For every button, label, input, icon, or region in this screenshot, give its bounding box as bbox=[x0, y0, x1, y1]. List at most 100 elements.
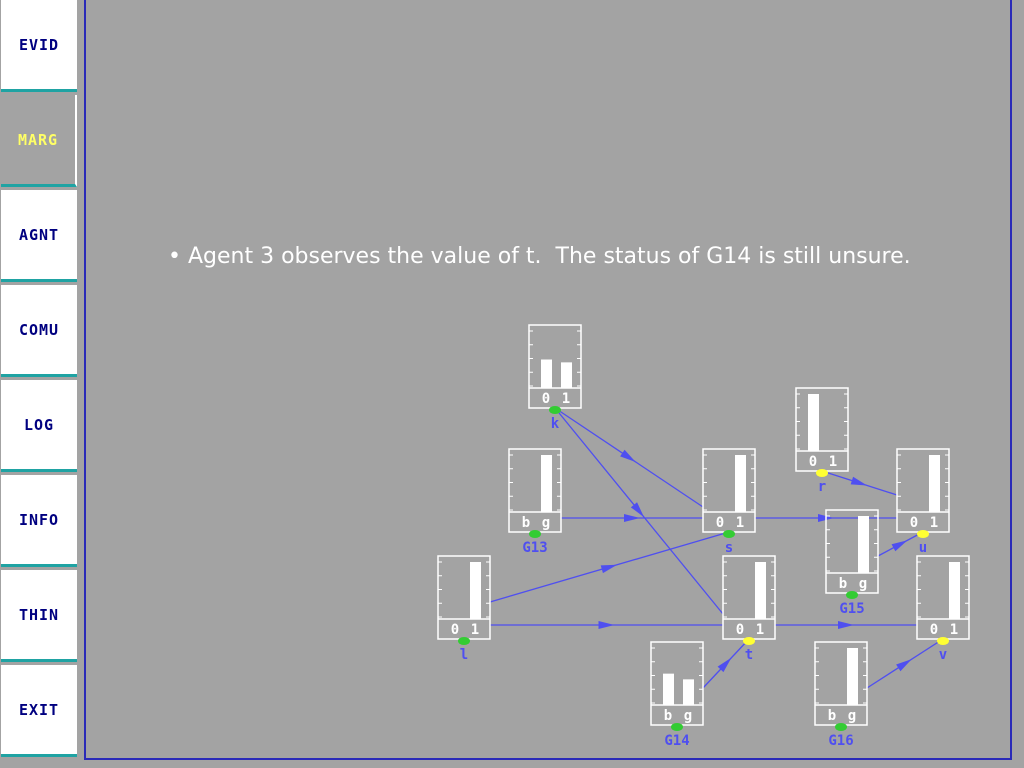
state-label: b bbox=[839, 576, 847, 592]
state-label: 1 bbox=[950, 622, 958, 638]
node-label: v bbox=[939, 647, 947, 663]
node-frame bbox=[437, 555, 491, 640]
prob-bar-r-0 bbox=[808, 394, 819, 451]
edge-G16-v bbox=[866, 638, 944, 689]
state-label: 1 bbox=[562, 391, 570, 407]
state-label: 1 bbox=[471, 622, 479, 638]
prob-bar-G15-g bbox=[858, 516, 869, 573]
sidebar-button-thin[interactable]: THIN bbox=[1, 570, 77, 662]
state-label: g bbox=[859, 576, 867, 592]
node-frame bbox=[650, 641, 704, 726]
state-label: 0 bbox=[736, 622, 744, 638]
sidebar-button-agnt[interactable]: AGNT bbox=[1, 190, 77, 282]
state-label: 1 bbox=[736, 515, 744, 531]
edge-G15-u bbox=[877, 531, 924, 557]
node-frame bbox=[528, 324, 582, 409]
sidebar-button-marg[interactable]: MARG bbox=[1, 95, 77, 187]
sidebar-button-evid[interactable]: EVID bbox=[1, 0, 77, 92]
edge-k-s bbox=[554, 407, 704, 508]
prob-bar-G14-g bbox=[683, 679, 694, 705]
status-indicator-icon bbox=[917, 530, 929, 538]
node-frame bbox=[702, 448, 756, 533]
status-indicator-icon bbox=[723, 530, 735, 538]
state-label: g bbox=[542, 515, 550, 531]
node-label: G13 bbox=[522, 540, 547, 556]
status-indicator-icon bbox=[549, 406, 561, 414]
state-label: b bbox=[522, 515, 530, 531]
state-label: 0 bbox=[451, 622, 459, 638]
edge-G14-t bbox=[702, 638, 750, 689]
edge-t-v bbox=[775, 621, 917, 629]
status-indicator-icon bbox=[846, 591, 858, 599]
prob-bar-v-1 bbox=[949, 562, 960, 619]
status-indicator-icon bbox=[529, 530, 541, 538]
state-label: b bbox=[828, 708, 836, 724]
edges-layer bbox=[489, 407, 944, 689]
sidebar-button-exit[interactable]: EXIT bbox=[1, 665, 77, 757]
state-label: 0 bbox=[542, 391, 550, 407]
sidebar-button-comu[interactable]: COMU bbox=[1, 285, 77, 377]
node-frame bbox=[722, 555, 776, 640]
node-label: s bbox=[725, 540, 733, 556]
status-indicator-icon bbox=[835, 723, 847, 731]
sidebar-button-log[interactable]: LOG bbox=[1, 380, 77, 472]
state-label: 0 bbox=[930, 622, 938, 638]
edge-l-s bbox=[489, 531, 730, 603]
node-frame bbox=[916, 555, 970, 640]
prob-bar-G14-b bbox=[663, 673, 674, 705]
state-label: g bbox=[684, 708, 692, 724]
node-label: l bbox=[460, 647, 468, 663]
prob-bar-t-1 bbox=[755, 562, 766, 619]
node-frame bbox=[814, 641, 868, 726]
status-indicator-icon bbox=[671, 723, 683, 731]
prob-bar-k-1 bbox=[561, 362, 572, 388]
node-label: G14 bbox=[664, 733, 689, 749]
sidebar-button-info[interactable]: INFO bbox=[1, 475, 77, 567]
state-label: 0 bbox=[809, 454, 817, 470]
state-label: b bbox=[664, 708, 672, 724]
node-frame bbox=[508, 448, 562, 533]
status-indicator-icon bbox=[458, 637, 470, 645]
node-label: G15 bbox=[839, 601, 864, 617]
caption-text: • Agent 3 observes the value of t. The s… bbox=[168, 244, 911, 269]
prob-bar-G16-g bbox=[847, 648, 858, 705]
state-label: 0 bbox=[716, 515, 724, 531]
state-label: 1 bbox=[829, 454, 837, 470]
node-label: r bbox=[818, 479, 826, 495]
status-indicator-icon bbox=[937, 637, 949, 645]
main-panel bbox=[84, 0, 1012, 760]
edge-l-t bbox=[490, 621, 723, 629]
edge-k-t bbox=[554, 407, 724, 615]
state-label: 1 bbox=[930, 515, 938, 531]
state-label: 0 bbox=[910, 515, 918, 531]
prob-bar-l-1 bbox=[470, 562, 481, 619]
edge-G13-s bbox=[561, 514, 703, 522]
prob-bar-u-1 bbox=[929, 455, 940, 512]
prob-bar-G13-g bbox=[541, 455, 552, 512]
status-indicator-icon bbox=[816, 469, 828, 477]
node-label: u bbox=[919, 540, 927, 556]
state-label: 1 bbox=[756, 622, 764, 638]
edge-r-u bbox=[821, 470, 898, 496]
state-label: g bbox=[848, 708, 856, 724]
node-frame bbox=[825, 509, 879, 594]
node-frame bbox=[795, 387, 849, 472]
node-label: k bbox=[551, 416, 560, 432]
prob-bar-s-1 bbox=[735, 455, 746, 512]
prob-bar-k-0 bbox=[541, 359, 552, 388]
status-indicator-icon bbox=[743, 637, 755, 645]
